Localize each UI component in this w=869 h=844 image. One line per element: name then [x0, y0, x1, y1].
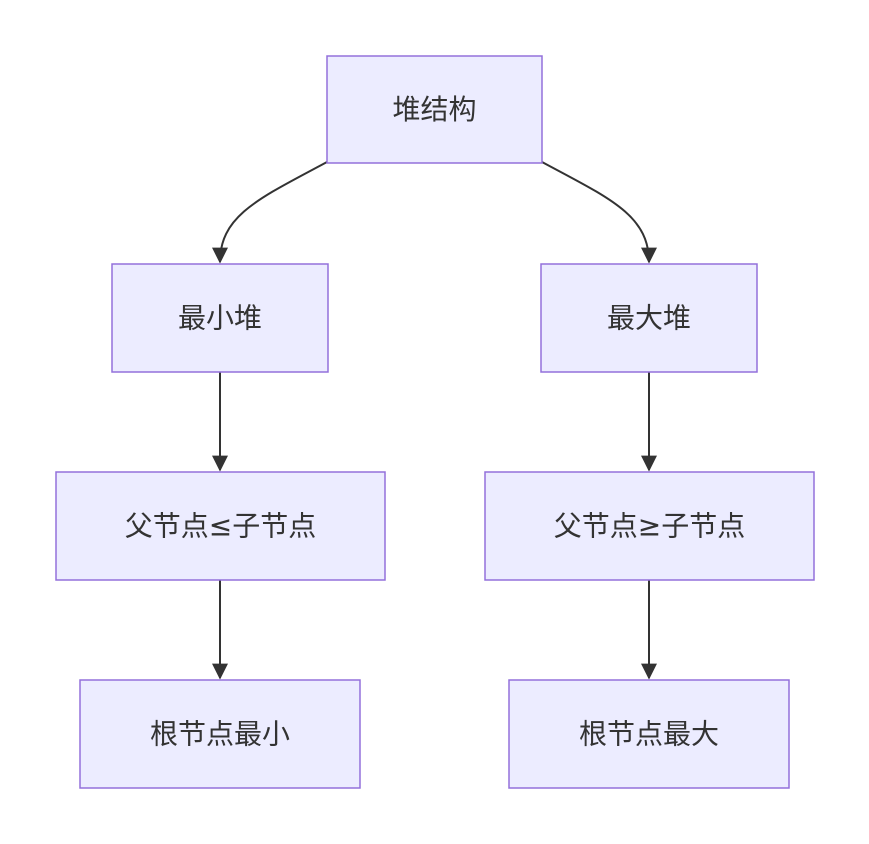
node-min-heap-rule: 父节点≤子节点: [55, 471, 386, 581]
node-max-heap-label: 最大堆: [607, 302, 691, 335]
node-max-heap-rule: 父节点≥子节点: [484, 471, 815, 581]
node-heap-structure-label: 堆结构: [392, 93, 476, 126]
node-min-root-label: 根节点最小: [150, 718, 290, 751]
edge-root-to-min-heap: [212, 161, 328, 264]
node-heap-structure: 堆结构: [326, 55, 543, 164]
node-max-root: 根节点最大: [508, 679, 790, 789]
node-max-heap: 最大堆: [540, 263, 758, 373]
node-min-heap: 最小堆: [111, 263, 329, 373]
node-max-root-label: 根节点最大: [579, 718, 719, 751]
node-min-root: 根节点最小: [79, 679, 361, 789]
node-min-heap-rule-label: 父节点≤子节点: [125, 510, 316, 543]
node-min-heap-label: 最小堆: [178, 302, 262, 335]
node-max-heap-rule-label: 父节点≥子节点: [554, 510, 745, 543]
edge-root-to-max-heap: [541, 161, 657, 264]
